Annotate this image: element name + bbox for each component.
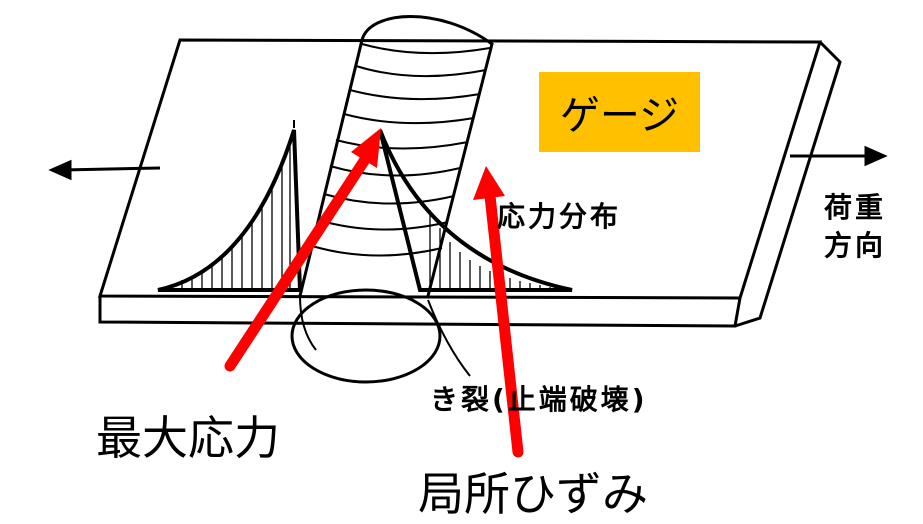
stress-distribution-label: 応力分布 bbox=[497, 200, 622, 233]
stress-distribution-left bbox=[157, 120, 303, 292]
crack-label: き裂(止端破壊) bbox=[430, 383, 648, 416]
gauge-label-box: ゲージ bbox=[539, 72, 700, 152]
gauge-label: ゲージ bbox=[559, 93, 680, 139]
local-strain-label: 局所ひずみ bbox=[418, 467, 648, 521]
max-stress-arrow bbox=[224, 128, 381, 372]
load-direction-label-line1: 荷重 bbox=[824, 191, 887, 224]
max-stress-label: 最大応力 bbox=[96, 411, 280, 465]
local-strain-arrow bbox=[473, 166, 524, 458]
stress-distribution-right bbox=[378, 129, 573, 292]
weld-bead bbox=[290, 15, 494, 384]
base-plate bbox=[97, 38, 842, 328]
crack-leader-line bbox=[427, 299, 471, 377]
load-direction-label-line2: 方向 bbox=[824, 229, 887, 262]
load-arrow-right bbox=[790, 145, 888, 167]
load-arrow-left bbox=[48, 159, 161, 181]
